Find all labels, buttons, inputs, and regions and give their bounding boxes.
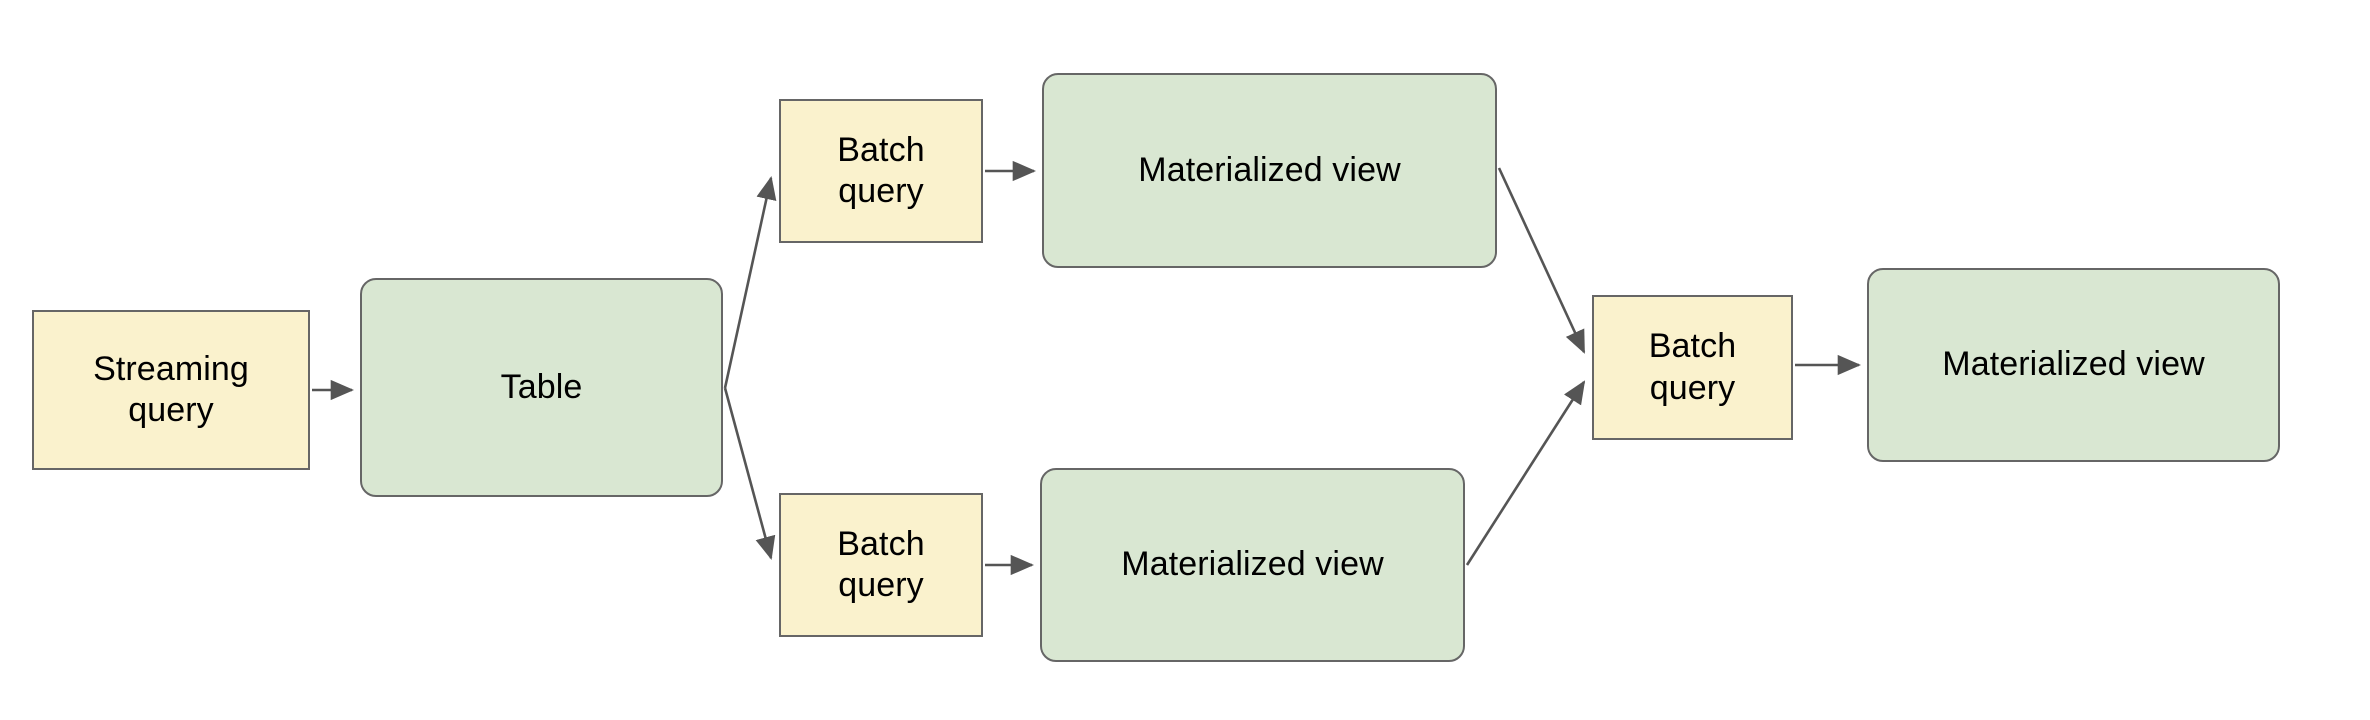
node-label: Batch query: [1648, 327, 1737, 407]
node-label: Materialized view: [1138, 150, 1401, 189]
node-batch-query-bottom[interactable]: Batch query: [779, 493, 983, 637]
edge-mv-bottom-to-batch-final: [1465, 380, 1586, 566]
node-label: Batch query: [837, 524, 925, 604]
edge-table-to-batch-bottom: [723, 387, 776, 561]
node-label: Materialized view: [1942, 345, 2205, 384]
node-streaming-query[interactable]: Streaming query: [32, 310, 310, 470]
node-label: Streaming query: [93, 349, 249, 429]
node-label: Batch query: [837, 130, 925, 210]
node-table[interactable]: Table: [360, 278, 723, 497]
node-batch-query-final[interactable]: Batch query: [1592, 295, 1793, 440]
node-materialized-view-top[interactable]: Materialized view: [1042, 73, 1497, 268]
edge-table-to-batch-top: [723, 175, 777, 389]
node-materialized-view-final[interactable]: Materialized view: [1867, 268, 2280, 462]
node-batch-query-top[interactable]: Batch query: [779, 99, 983, 243]
node-label: Table: [500, 367, 583, 406]
edge-mv-top-to-batch-final: [1497, 167, 1586, 354]
node-label: Materialized view: [1121, 545, 1384, 584]
node-materialized-view-bottom[interactable]: Materialized view: [1040, 468, 1465, 662]
